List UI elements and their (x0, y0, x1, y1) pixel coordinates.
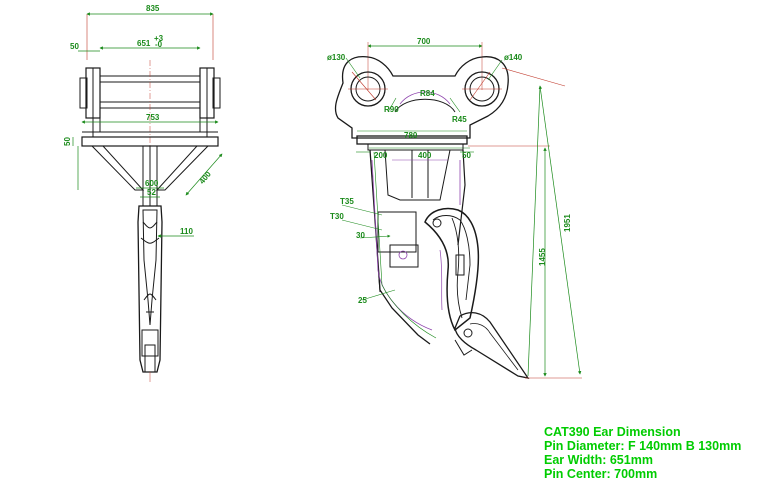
dim-top-width (86, 12, 214, 60)
label-top-width: 835 (146, 4, 160, 13)
label-r-inner: R84 (420, 89, 435, 98)
label-t35: T35 (340, 197, 354, 206)
label-diag: 400 (197, 169, 213, 185)
caption-block: CAT390 Ear Dimension Pin Diameter: F 140… (544, 425, 741, 481)
label-left-margin: 50 (70, 42, 79, 51)
label-base-width: 753 (146, 113, 160, 122)
label-t30: T30 (330, 212, 344, 221)
label-ear-tol: +3 (154, 34, 164, 43)
label-l1: 200 (374, 151, 388, 160)
label-a-right: R45 (452, 115, 467, 124)
label-shank-height: 1455 (538, 248, 547, 266)
label-shank-top: 600 (145, 179, 159, 188)
front-view-labels: 835 651 +3 -0 50 753 50 600 52 400 110 (63, 4, 213, 236)
label-c25: 25 (358, 296, 367, 305)
label-pin-f: ø140 (504, 53, 523, 62)
label-pin-b: ø130 (327, 53, 346, 62)
caption-title: CAT390 Ear Dimension (544, 425, 681, 439)
label-total-height: 1951 (563, 214, 572, 232)
caption-ear-width: Ear Width: 651mm (544, 453, 653, 467)
label-l2: 400 (418, 151, 432, 160)
front-view (72, 12, 223, 382)
label-shank-width: 110 (180, 227, 193, 236)
dim-ear-width (78, 46, 201, 52)
label-ear-tol2: -0 (155, 40, 163, 49)
label-ear-width: 651 (137, 39, 151, 48)
side-view-labels: ø130 ø140 700 R84 R90 R45 780 200 400 50… (327, 37, 572, 305)
caption-pin-diameter: Pin Diameter: F 140mm B 130mm (544, 439, 742, 453)
label-th30: 30 (356, 231, 365, 240)
label-shank-mid: 52 (147, 188, 156, 197)
label-pin-center: 700 (417, 37, 431, 46)
label-plate-thick: 50 (63, 137, 72, 146)
caption-pin-center: Pin Center: 700mm (544, 467, 658, 481)
label-plate-width: 780 (404, 131, 418, 140)
label-l3: 50 (462, 151, 471, 160)
side-view (334, 42, 582, 379)
label-a-left: R90 (384, 105, 399, 114)
